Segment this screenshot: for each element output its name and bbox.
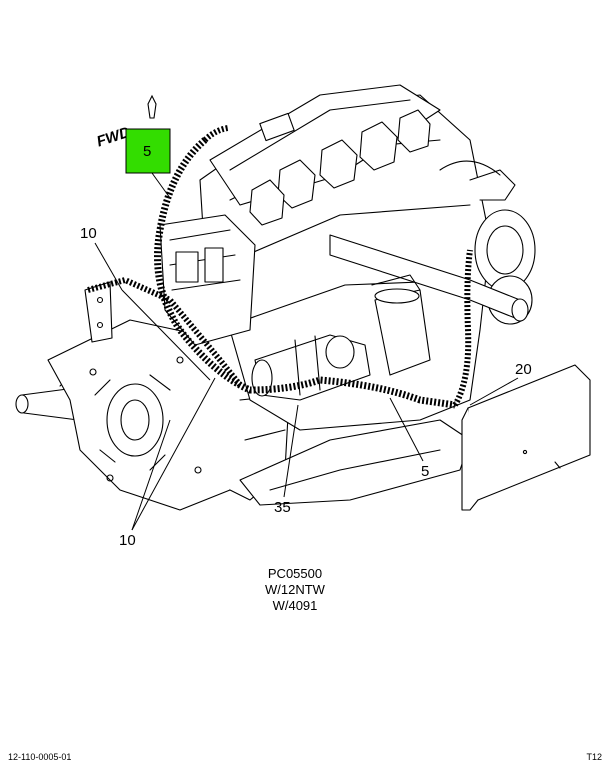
caption-line-1: PC05500 <box>267 566 323 581</box>
callout-5-highlight: 5 <box>143 143 151 160</box>
leader-line <box>131 377 216 531</box>
leader-line <box>283 404 299 498</box>
callout-5-lower: 5 <box>421 463 429 480</box>
caption-line-2: W/12NTW <box>265 582 325 597</box>
leader-line <box>131 419 171 531</box>
callout-20: 20 <box>515 361 532 378</box>
frame-bracket-left <box>84 281 113 343</box>
callout-10-upper: 10 <box>80 225 97 242</box>
leader-line <box>151 172 171 199</box>
forward-arrow-icon <box>147 94 157 119</box>
intake-tube <box>329 234 529 322</box>
callout-10-lower: 10 <box>119 532 136 549</box>
leader-line <box>469 377 519 406</box>
wiring-harness <box>87 125 473 409</box>
leader-line <box>121 289 211 381</box>
leader-line <box>94 242 123 291</box>
leader-line <box>389 397 424 462</box>
footer-doc-number: 12-110-0005-01 <box>8 752 72 762</box>
injector-stations <box>249 109 431 226</box>
fuel-filter <box>371 274 431 376</box>
mounting-bracket <box>461 364 591 511</box>
caption-line-3: W/4091 <box>272 598 318 613</box>
callout-5-highlight-box <box>125 128 171 174</box>
valve-cover <box>209 84 441 206</box>
callout-35: 35 <box>274 499 291 516</box>
footer-page-code: T12 <box>586 752 602 762</box>
